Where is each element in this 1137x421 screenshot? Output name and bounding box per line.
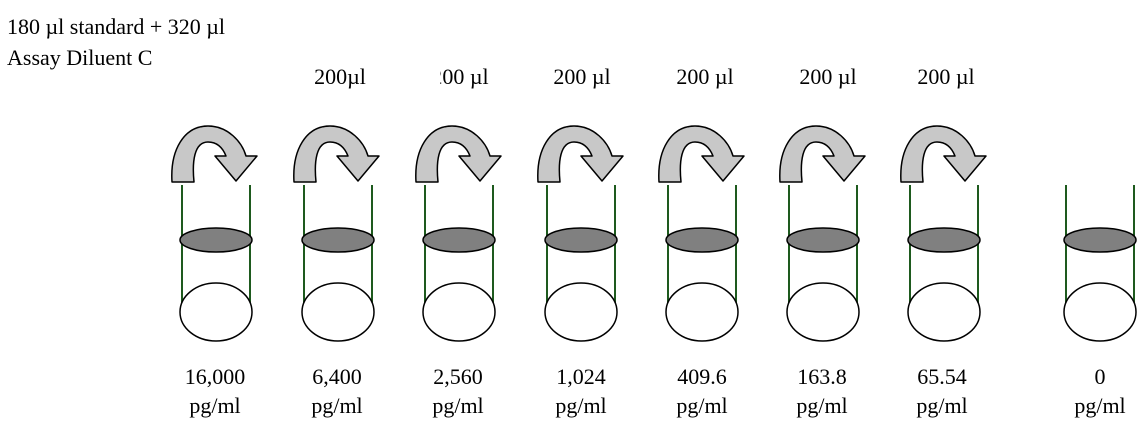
concentration-unit: pg/ml: [432, 393, 484, 418]
transfer-arrow: [900, 125, 987, 183]
concentration-value: 0: [1094, 364, 1106, 389]
concentration-unit: pg/ml: [189, 393, 241, 418]
transfer-label: 200 µl: [799, 64, 857, 89]
transfer-arrow: [293, 125, 380, 183]
test-tube: [544, 185, 618, 342]
tube-bottom: [544, 282, 618, 342]
transfer-label: 200µl: [314, 64, 366, 89]
tube-bottom: [422, 282, 496, 342]
tube-concentration-label: 6,400 pg/ml: [311, 362, 362, 420]
concentration-unit: pg/ml: [796, 393, 848, 418]
tube-bottom: [179, 282, 253, 342]
transfer-label: 200 µl: [431, 64, 489, 89]
concentration-unit: pg/ml: [1074, 393, 1126, 418]
tube-concentration-label: 16,000 pg/ml: [185, 362, 246, 420]
tube-bottom: [1063, 282, 1137, 342]
test-tube: [907, 185, 981, 342]
transfer-label: 200 µl: [917, 64, 975, 89]
transfer-label: 200 µl: [553, 64, 611, 89]
transfer-arrow: [171, 125, 258, 183]
transfer-label: 200 µl: [676, 64, 734, 89]
transfer-arrow: [415, 125, 502, 183]
test-tube: [179, 185, 253, 342]
tube-concentration-label: 2,560 pg/ml: [432, 362, 483, 420]
instruction-line-1: 180 µl standard + 320 µl: [7, 14, 226, 39]
liquid-surface: [786, 227, 860, 253]
concentration-value: 16,000: [184, 364, 246, 389]
concentration-value: 6,400: [312, 364, 362, 389]
concentration-value: 163.8: [797, 364, 847, 389]
tube-concentration-label: 163.8 pg/ml: [796, 362, 847, 420]
test-tube: [786, 185, 860, 342]
instruction-line-2: Assay Diluent C: [7, 45, 153, 70]
tube-concentration-label: 409.6 pg/ml: [676, 362, 727, 420]
liquid-surface: [1063, 227, 1137, 253]
tube-concentration-label: 65.54 pg/ml: [916, 362, 967, 420]
test-tube: [665, 185, 739, 342]
transfer-arrow: [537, 125, 624, 183]
concentration-value: 65.54: [917, 364, 967, 389]
concentration-value: 1,024: [556, 364, 606, 389]
test-tube: [1063, 185, 1137, 342]
tube-concentration-label: 1,024 pg/ml: [555, 362, 606, 420]
tube-bottom: [907, 282, 981, 342]
dilution-instruction: 180 µl standard + 320 µl Assay Diluent C: [7, 11, 225, 73]
liquid-surface: [544, 227, 618, 253]
liquid-surface: [179, 227, 253, 253]
concentration-unit: pg/ml: [555, 393, 607, 418]
test-tube: [422, 185, 496, 342]
transfer-arrow: [779, 125, 866, 183]
tube-bottom: [301, 282, 375, 342]
liquid-surface: [422, 227, 496, 253]
liquid-surface: [907, 227, 981, 253]
test-tube: [301, 185, 375, 342]
transfer-arrow: [658, 125, 745, 183]
concentration-unit: pg/ml: [676, 393, 728, 418]
concentration-unit: pg/ml: [916, 393, 968, 418]
tube-bottom: [786, 282, 860, 342]
concentration-value: 2,560: [433, 364, 483, 389]
concentration-value: 409.6: [677, 364, 727, 389]
concentration-unit: pg/ml: [311, 393, 363, 418]
tube-bottom: [665, 282, 739, 342]
liquid-surface: [665, 227, 739, 253]
tube-concentration-label: 0 pg/ml: [1074, 362, 1125, 420]
liquid-surface: [301, 227, 375, 253]
